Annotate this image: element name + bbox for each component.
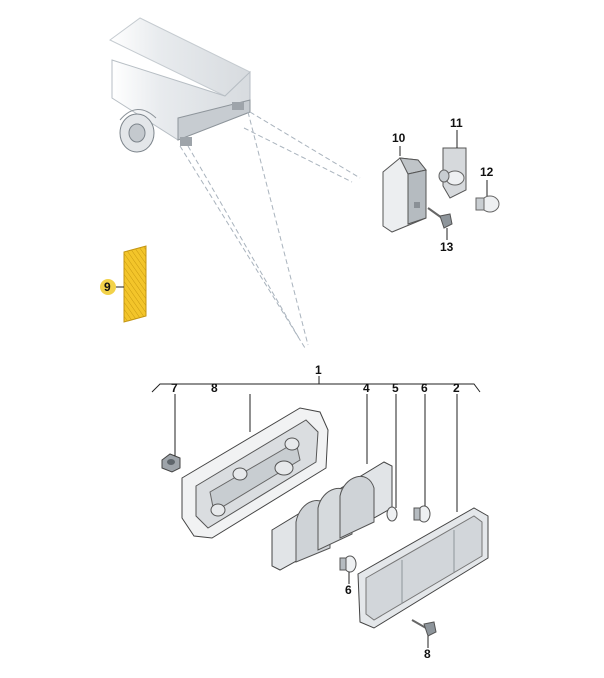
callout-6-top: 6 [421,381,428,395]
callout-5: 5 [392,381,399,395]
lamp-lens [357,507,489,629]
trailer-illustration [109,17,251,153]
lamp-housing [181,407,329,539]
side-marker-lamp [382,157,427,233]
location-leader-lines [179,111,361,349]
callout-labels: 1 7 8 4 5 6 2 6 8 10 11 12 13 [171,116,494,661]
reflector-strip [123,245,147,323]
lens-screw [411,619,437,637]
callout-6-bottom: 6 [345,583,352,597]
callout-12: 12 [480,165,494,179]
callout-2: 2 [453,381,460,395]
callout-7: 7 [171,381,178,395]
callout-leaders [115,130,488,648]
marker-bulb [475,195,500,213]
callout-10: 10 [392,131,406,145]
callout-9: 9 [104,280,111,294]
callout-1: 1 [315,363,322,377]
tail-bulbs [339,505,431,573]
marker-screw [427,207,453,229]
callout-4: 4 [363,381,370,395]
assembly-bracket-line [151,376,481,393]
callout-13: 13 [440,240,454,254]
housing-nut [161,453,181,473]
callout-11: 11 [450,116,463,130]
callout-9-badge: 9 [100,279,116,295]
callout-8-bottom: 8 [424,647,431,661]
callout-8-top: 8 [211,381,218,395]
marker-bracket [438,147,467,199]
